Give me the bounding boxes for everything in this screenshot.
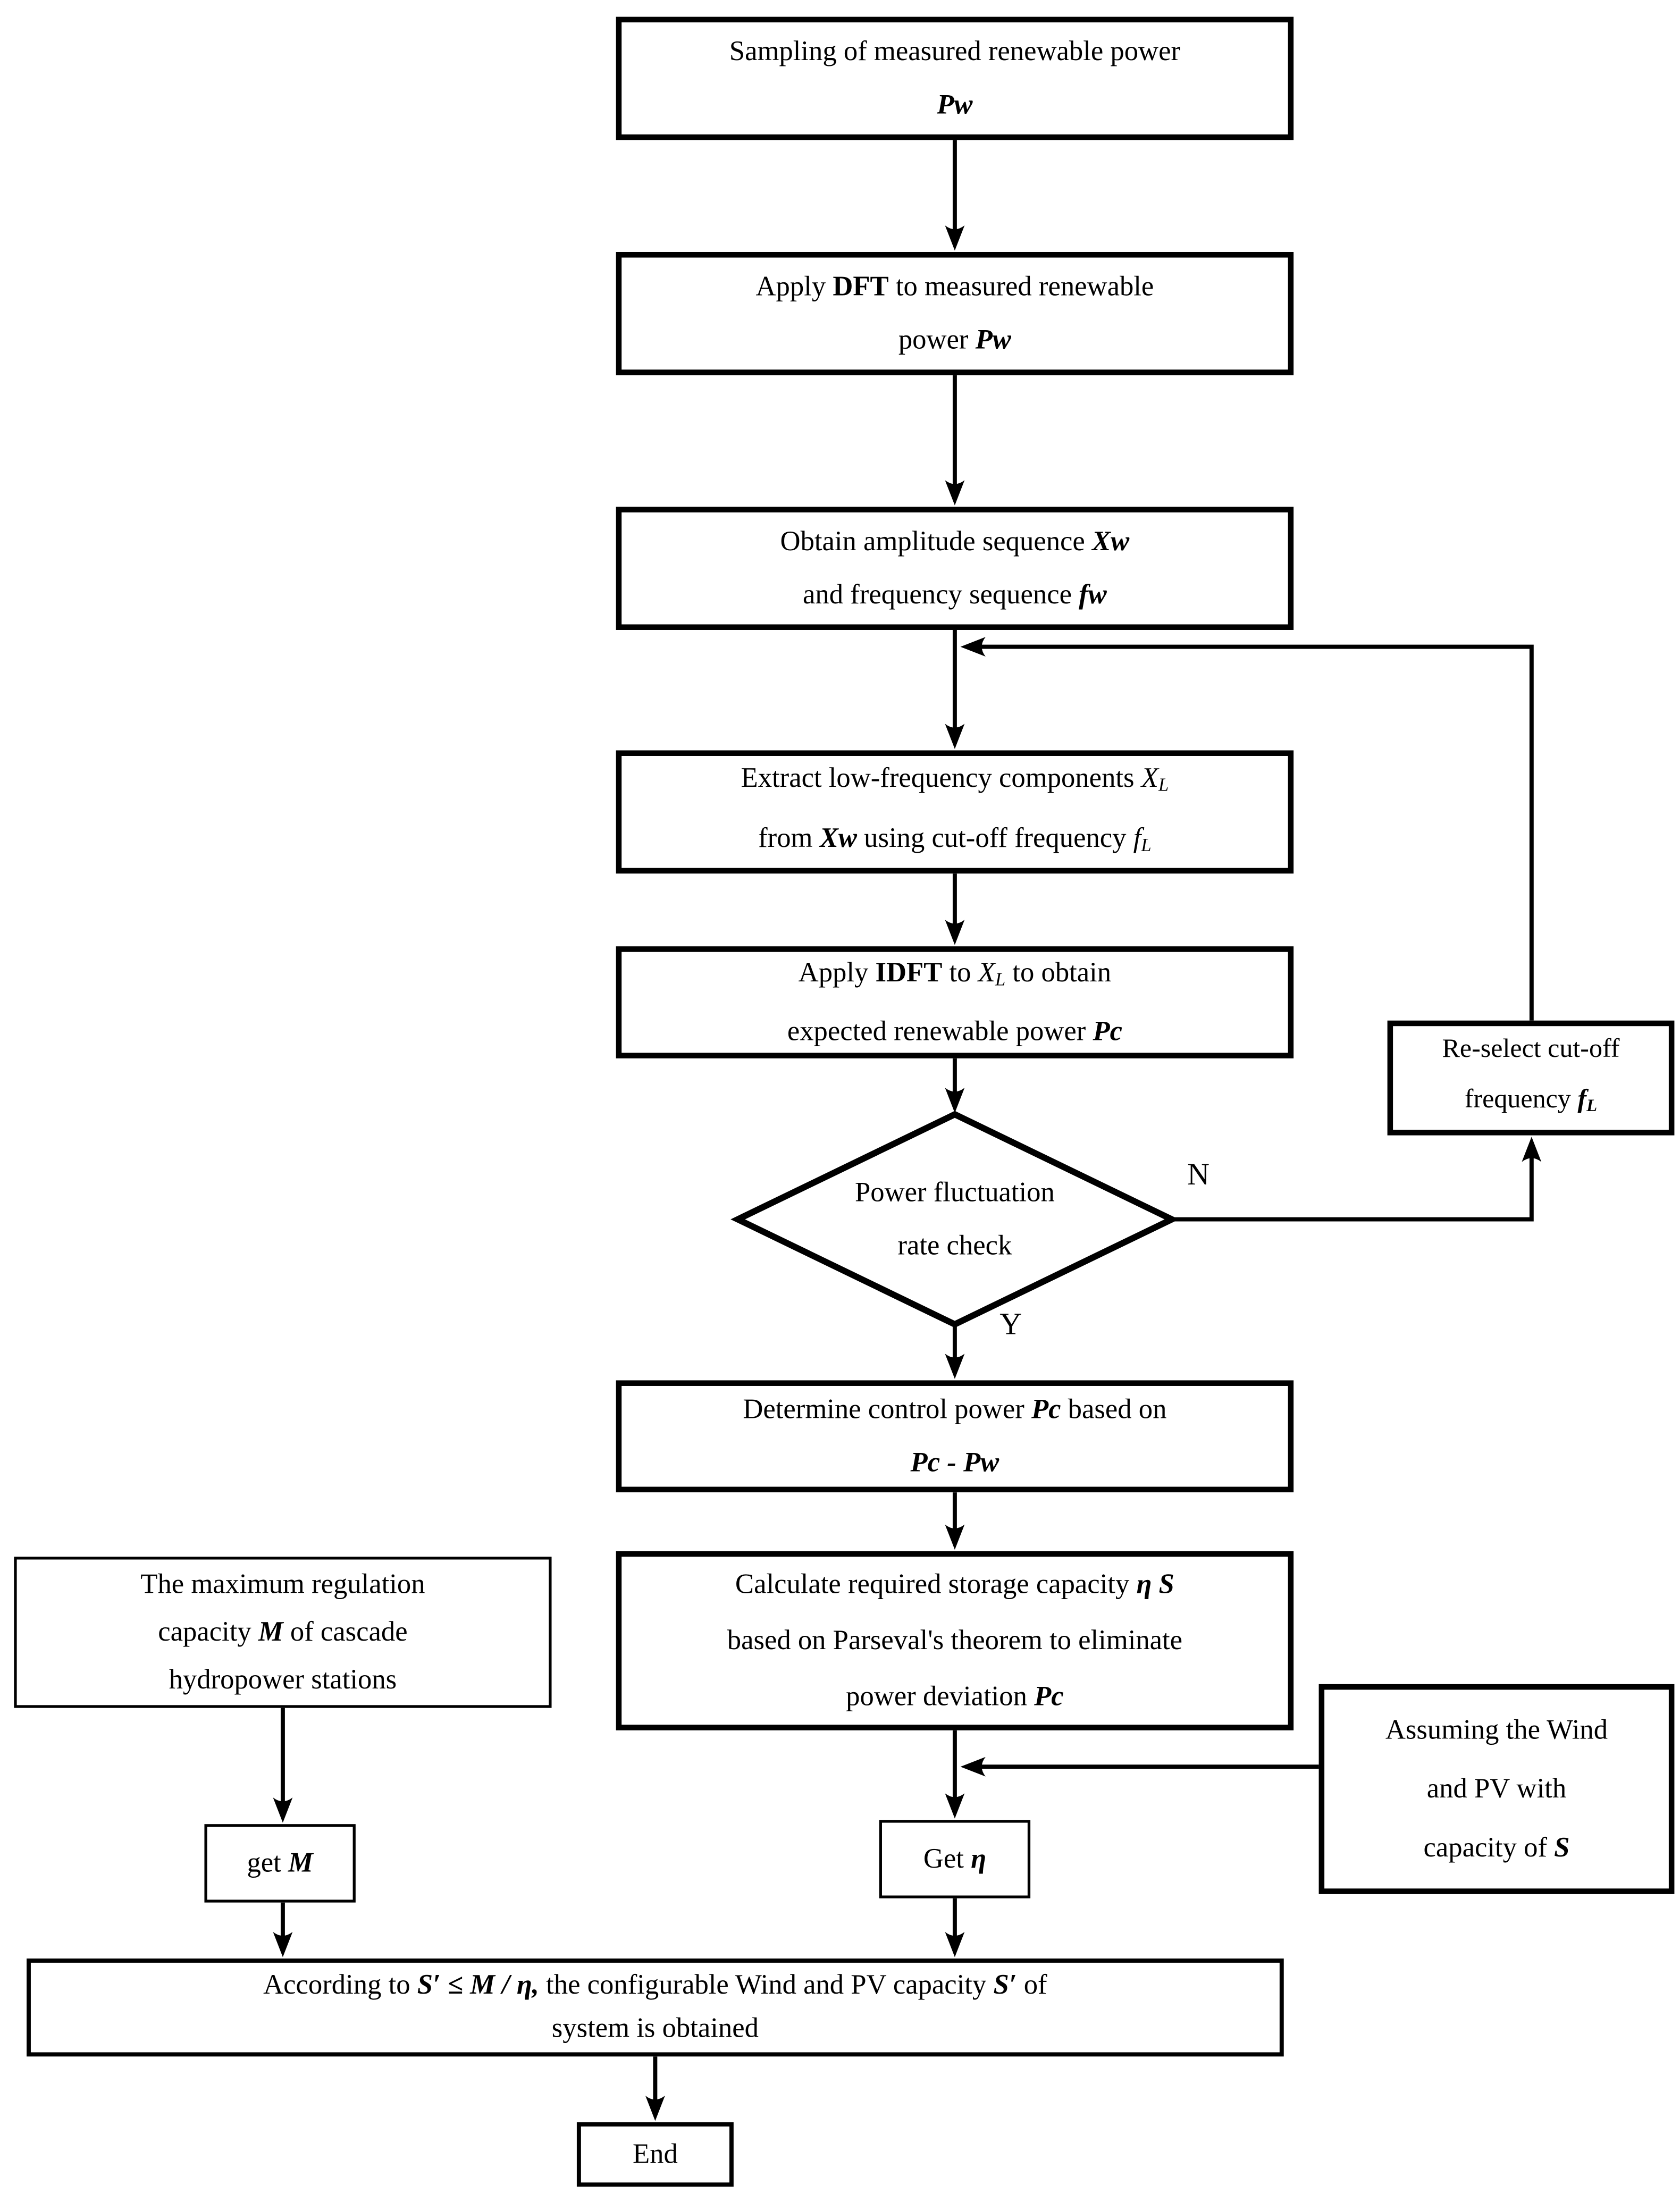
label-no: N: [1187, 1156, 1210, 1191]
node-get-m: get M: [204, 1824, 356, 1903]
label-yes: Y: [999, 1306, 1022, 1341]
decision-diamond-shape: [730, 1111, 1179, 1328]
node-configurable-capacity: According to S′ ≤ M / η, the configurabl…: [27, 1958, 1284, 2057]
arrow-reselect-feedback: [960, 637, 1534, 1021]
node-end: End: [576, 2122, 734, 2187]
arrow-check-no-to-reselect: [1172, 1137, 1542, 1222]
node-get-eta: Get η: [879, 1820, 1031, 1898]
